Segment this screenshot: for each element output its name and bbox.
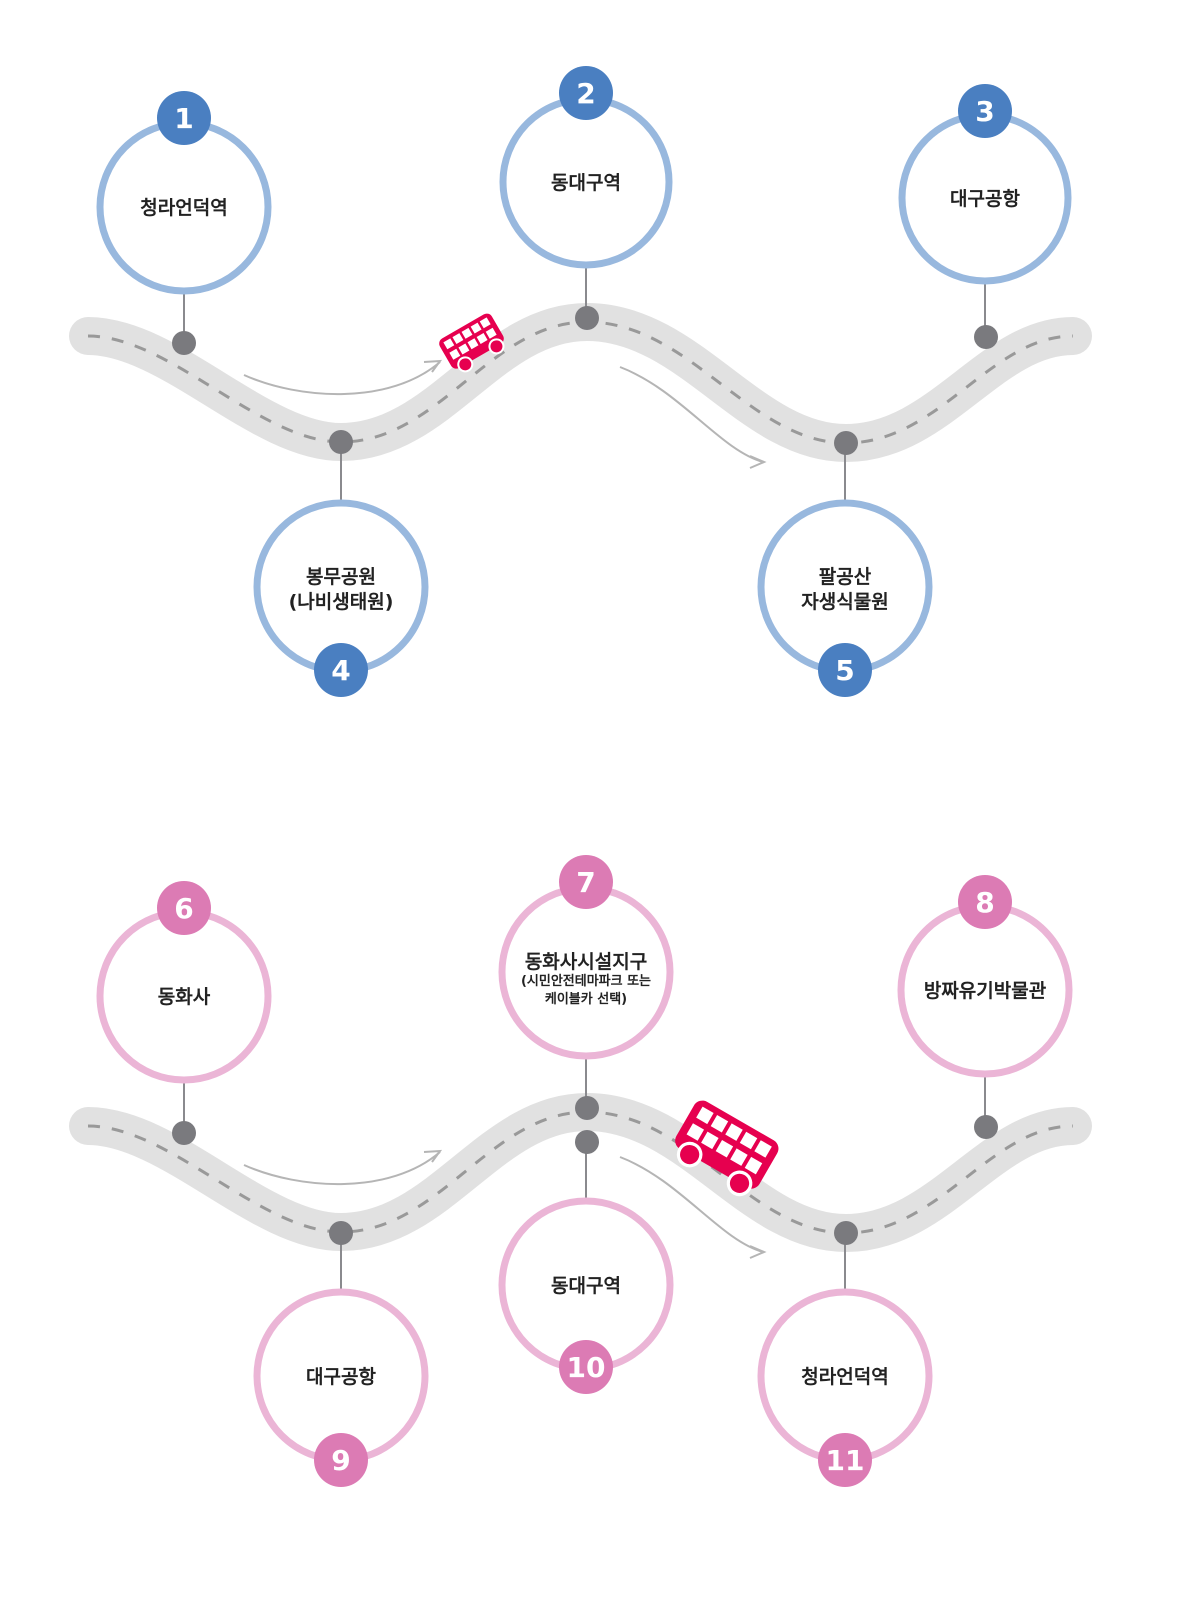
- road-node: [974, 325, 998, 349]
- stop-number: 7: [576, 866, 595, 899]
- stop-number: 2: [576, 77, 595, 110]
- stop-name: 봉무공원: [306, 566, 376, 588]
- stop-number-badge: [157, 881, 211, 935]
- double-decker-bus-icon: [675, 1100, 779, 1197]
- stop-name: 청라언덕역: [140, 197, 227, 219]
- curved-arrow-icon: [243, 1151, 441, 1186]
- stop-name: (나비생태원): [289, 591, 394, 613]
- road: [69, 302, 1092, 469]
- stop-2: 동대구역 2: [499, 66, 673, 269]
- stop-9: 대구공항 9: [253, 1288, 429, 1487]
- stop-6: 동화사 6: [96, 881, 272, 1084]
- stop-number-badge: [559, 66, 613, 120]
- curved-arrow-icon: [243, 361, 441, 396]
- stop-name: 팔공산: [819, 566, 872, 588]
- stop-3: 대구공항 3: [898, 84, 1072, 285]
- stop-number: 4: [331, 654, 350, 687]
- stop-name: 동화사: [158, 986, 211, 1008]
- stop-number-badge: [314, 643, 368, 697]
- stop-8: 방짜유기박물관 8: [897, 875, 1073, 1078]
- arrowhead-icon: [423, 1149, 443, 1163]
- double-decker-bus-icon: [439, 313, 505, 373]
- stop-number: 11: [826, 1444, 865, 1477]
- road-node: [834, 1221, 858, 1245]
- stop-number: 3: [975, 95, 994, 128]
- stop-number: 8: [975, 886, 994, 919]
- stop-number-badge: [958, 875, 1012, 929]
- curved-arrow-icon: [619, 366, 764, 463]
- stop-name: 대구공항: [950, 188, 1020, 210]
- stop-number-badge: [559, 855, 613, 909]
- stop-subtitle: 케이블카 선택): [545, 991, 627, 1007]
- road-node: [575, 306, 599, 330]
- stop-number-badge: [818, 643, 872, 697]
- stop-name: 청라언덕역: [801, 1366, 888, 1388]
- road-node: [172, 331, 196, 355]
- stop-number: 1: [174, 102, 193, 135]
- road-node: [575, 1130, 599, 1154]
- stop-name: 대구공항: [306, 1366, 376, 1388]
- stop-number-badge: [157, 91, 211, 145]
- road-node: [974, 1115, 998, 1139]
- road-surface: [69, 302, 1092, 463]
- stop-number: 10: [567, 1351, 606, 1384]
- stop-number-badge: [958, 84, 1012, 138]
- stop-name: 동대구역: [551, 1275, 621, 1297]
- stop-1: 청라언덕역 1: [96, 91, 272, 295]
- stop-subtitle: (시민안전테마파크 또는: [521, 973, 651, 989]
- stop-name: 자생식물원: [801, 591, 888, 613]
- stop-number: 9: [331, 1444, 350, 1477]
- road-node: [329, 1221, 353, 1245]
- road-node: [172, 1121, 196, 1145]
- road-node: [329, 430, 353, 454]
- stop-number: 5: [835, 654, 854, 687]
- stop-number-badge: [314, 1433, 368, 1487]
- arrowhead-icon: [749, 455, 767, 469]
- arrowhead-icon: [423, 359, 443, 373]
- curved-arrow-icon: [619, 1156, 764, 1253]
- stop-name: 동화사시설지구: [525, 951, 647, 973]
- arrowhead-icon: [749, 1245, 767, 1259]
- stop-number-badge: [818, 1433, 872, 1487]
- stop-11: 청라언덕역 11: [757, 1288, 933, 1487]
- stop-number-badge: [559, 1340, 613, 1394]
- stop-name: 동대구역: [551, 172, 621, 194]
- road-node: [575, 1096, 599, 1120]
- stop-name: 방짜유기박물관: [924, 980, 1047, 1002]
- road-node: [834, 431, 858, 455]
- stop-4: 봉무공원 (나비생태원) 4: [253, 499, 429, 697]
- stop-10: 동대구역 10: [498, 1197, 674, 1394]
- stop-number: 6: [174, 892, 193, 925]
